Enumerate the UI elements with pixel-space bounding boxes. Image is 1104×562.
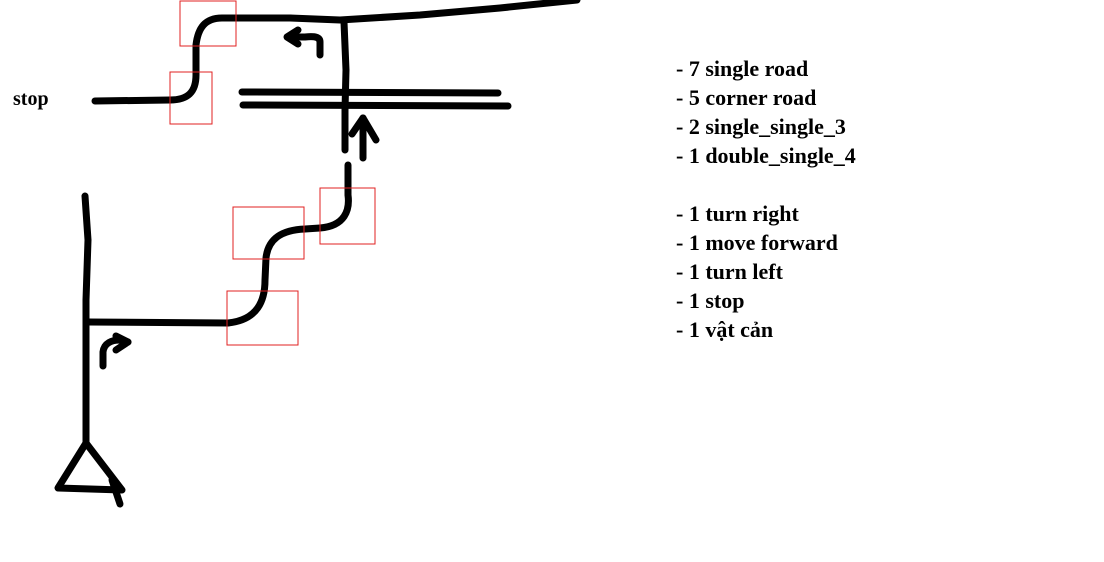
count-corner-road: - 5 corner road: [676, 85, 817, 110]
action-move-forward: - 1 move forward: [676, 230, 838, 255]
triangle-tail: [108, 476, 124, 508]
left-vertical-road: [81, 192, 92, 449]
legend-spacer: [676, 170, 856, 199]
top-left-corner: [166, 14, 294, 104]
lower-horizontal-road: [84, 318, 232, 327]
forward-arrow-head: [348, 114, 380, 144]
count-single-single-3: - 2 single_single_3: [676, 114, 846, 139]
vertical-main-road: [340, 18, 350, 154]
action-turn-left: - 1 turn left: [676, 259, 783, 284]
corner-marker-3: [319, 187, 376, 245]
stop-label: stop: [13, 88, 49, 110]
double-road-top: [238, 88, 502, 97]
turn-left-arrow: [285, 33, 324, 59]
turn-left-arrow-head: [283, 26, 302, 48]
start-triangle: [54, 439, 126, 494]
corner-marker-5: [226, 290, 299, 346]
turn-right-arrow-head: [112, 332, 132, 354]
winding-road: [224, 161, 352, 327]
action-stop: - 1 stop: [676, 288, 745, 313]
action-obstacle: - 1 vật cản: [676, 317, 774, 342]
stop-road: [91, 96, 174, 105]
corner-marker-2: [169, 71, 213, 125]
corner-marker-1: [179, 0, 237, 47]
top-road: [286, 0, 581, 24]
count-double-single-4: - 1 double_single_4: [676, 143, 856, 168]
count-single-road: - 7 single road: [676, 56, 809, 81]
corner-marker-4: [232, 206, 305, 260]
double-road-bottom: [239, 101, 512, 110]
action-turn-right: - 1 turn right: [676, 201, 799, 226]
legend-list: - 7 single road - 5 corner road - 2 sing…: [676, 54, 856, 344]
